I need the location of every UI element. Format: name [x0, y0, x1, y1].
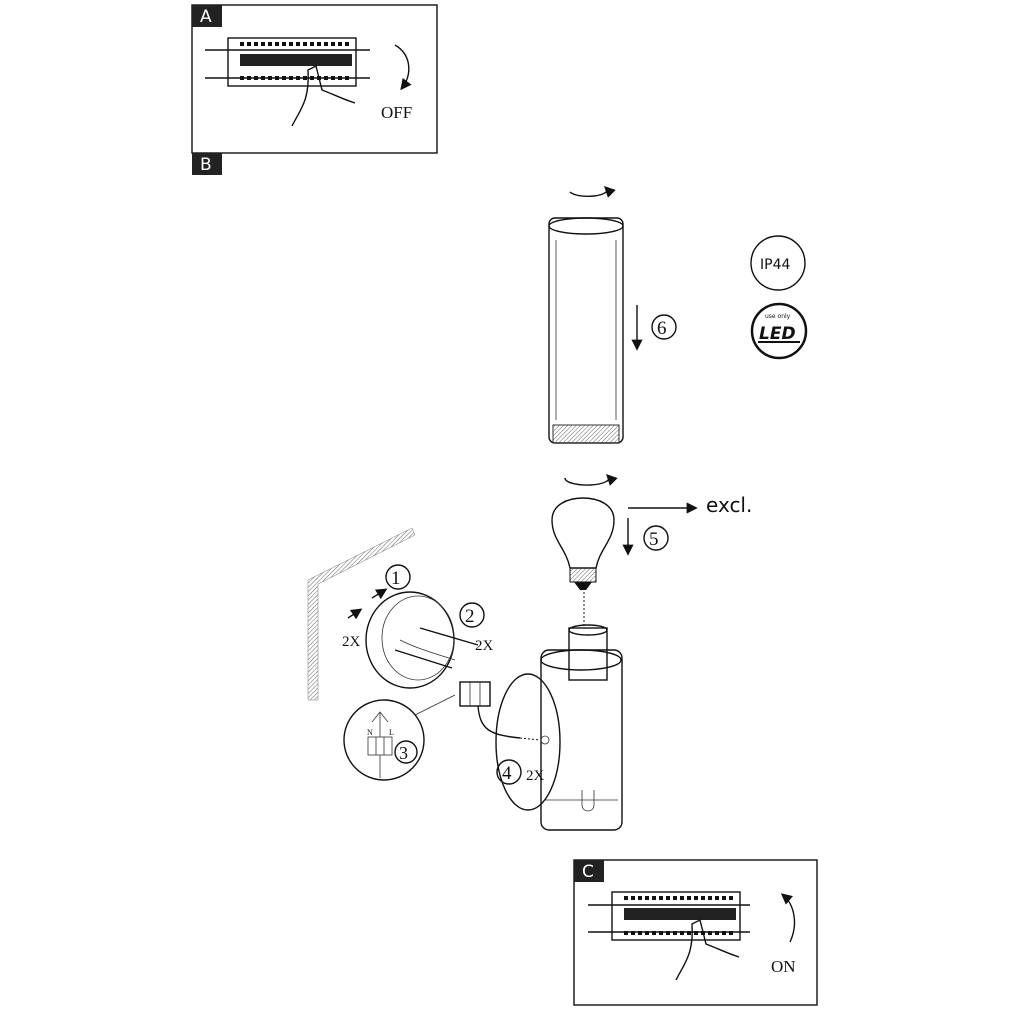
glass-cylinder [548, 217, 624, 444]
svg-text:N: N [367, 728, 373, 737]
mounting-bracket [365, 591, 479, 689]
quantity-1-label: 2X [342, 634, 361, 650]
panel-a-switch-off: A OFF [191, 4, 438, 154]
on-text: ON [771, 957, 796, 976]
step-5-label: 5 [649, 529, 659, 550]
panel-c-label-box [574, 860, 604, 882]
step-4-label: 4 [502, 763, 512, 784]
screw-icon [394, 649, 453, 669]
quantity-4-label: 2X [526, 768, 545, 784]
lamp-socket [568, 627, 608, 681]
rotate-arrow-icon [569, 186, 616, 198]
rotate-up-arrow-icon [780, 893, 796, 943]
step-1-label: 1 [391, 568, 401, 589]
svg-text:L: L [389, 728, 394, 737]
arrow-icon [371, 588, 388, 600]
svg-text:LED: LED [759, 324, 796, 344]
panel-a-label: A [200, 7, 212, 27]
svg-text:use only: use only [765, 313, 791, 320]
use-only-led-badge: use only LED [750, 302, 808, 360]
step-2-label: 2 [465, 606, 475, 627]
panel-b-label: B [200, 155, 212, 175]
panel-c-label: C [582, 862, 594, 882]
panel-b-label-box [192, 153, 222, 175]
arrow-icon [347, 608, 363, 620]
rotate-arrow-icon [564, 473, 618, 486]
step-6-label: 6 [657, 318, 667, 339]
hand-icon [291, 64, 356, 127]
excluded-label: excl. [706, 493, 752, 517]
breaker-panel-icon [588, 891, 750, 981]
terminal-block [459, 681, 521, 739]
off-text: OFF [381, 103, 412, 122]
quantity-2-label: 2X [475, 638, 494, 654]
breaker-panel-icon [205, 37, 370, 127]
lamp-body [495, 624, 623, 831]
step-3-label: 3 [399, 743, 408, 763]
rotate-down-arrow-icon [394, 44, 412, 91]
screw-icon [419, 627, 479, 646]
svg-text:IP44: IP44 [760, 257, 790, 273]
wiring-detail-inset: N L [343, 699, 425, 781]
ip44-badge: IP44 [750, 235, 806, 291]
hand-icon [675, 918, 740, 981]
wall-hatch [307, 527, 416, 701]
panel-a-label-box [192, 5, 222, 27]
wall-plate [495, 673, 561, 811]
panel-c-switch-on: C ON [573, 859, 818, 1006]
light-bulb [551, 497, 615, 590]
